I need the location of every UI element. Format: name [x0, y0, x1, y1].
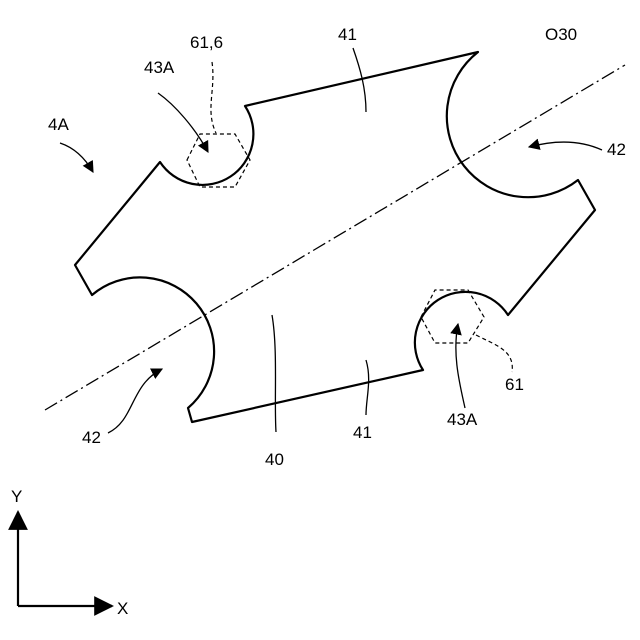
leader-61-6 [211, 62, 216, 133]
arrow-43a-lower [456, 324, 465, 408]
leader-61 [476, 335, 512, 372]
label-42-left: 42 [82, 428, 101, 447]
label-43a-upper: 43A [144, 58, 175, 77]
arrow-4a [60, 143, 93, 172]
label-41-lower: 41 [353, 423, 372, 442]
label-61: 61 [505, 375, 524, 394]
label-42-right: 42 [607, 140, 626, 159]
label-61-6: 61,6 [190, 33, 223, 52]
label-4a: 4A [48, 115, 69, 134]
label-41-upper: 41 [338, 25, 357, 44]
arrow-43a-upper [158, 93, 208, 152]
label-axis-y: Y [11, 487, 22, 506]
arrow-42-right [529, 142, 602, 150]
label-40: 40 [265, 450, 284, 469]
label-o30: O30 [545, 25, 577, 44]
label-axis-x: X [117, 599, 128, 618]
label-43a-lower: 43A [447, 410, 478, 429]
hexagon-lower [421, 290, 484, 343]
arrow-42-left [108, 369, 162, 433]
